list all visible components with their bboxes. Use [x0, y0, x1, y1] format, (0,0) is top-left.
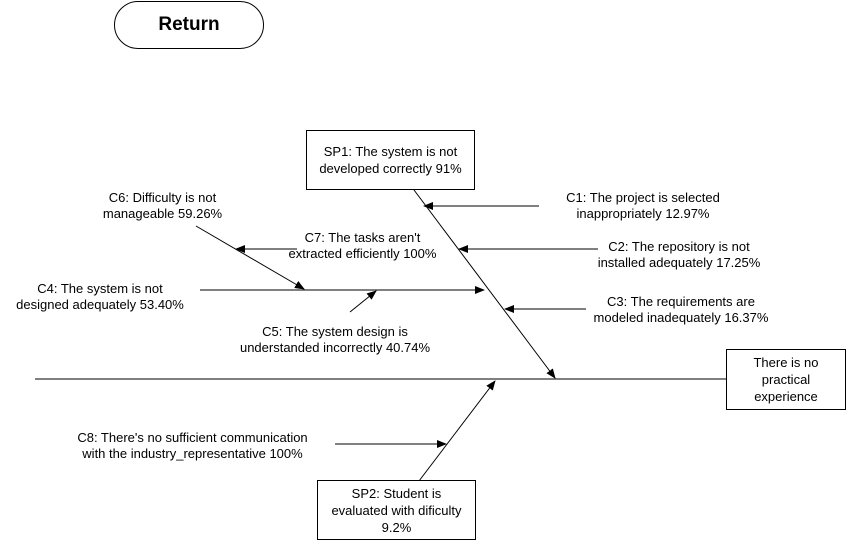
return-button-label: Return — [158, 14, 220, 35]
problem-text: There is no practical experience — [753, 355, 819, 404]
c3-label: C3: The requirements are modeled inadequ… — [593, 294, 769, 325]
c6-arrow — [195, 225, 305, 290]
c4-label: C4: The system is not designed adequatel… — [16, 281, 184, 312]
sp1-bone-arrow — [413, 189, 556, 379]
sp2-box: SP2: Student is evaluated with dificulty… — [317, 480, 476, 540]
return-button[interactable]: Return — [114, 1, 264, 49]
sp1-box: SP1: The system is not developed correct… — [306, 130, 475, 190]
sp1-text: SP1: The system is not developed correct… — [319, 144, 462, 176]
c6-label: C6: Difficulty is not manageable 59.26% — [102, 190, 223, 221]
c5-label: C5: The system design is understanded in… — [239, 324, 431, 355]
c8-label: C8: There's no sufficient communication … — [77, 430, 308, 461]
c5-arrow — [349, 290, 377, 313]
c2-label: C2: The repository is not installed adeq… — [597, 239, 761, 270]
problem-box: There is no practical experience — [726, 349, 846, 410]
c7-label: C7: The tasks aren't extracted efficient… — [288, 230, 437, 261]
sp2-bone-arrow — [418, 380, 496, 482]
sp2-text: SP2: Student is evaluated with dificulty… — [331, 485, 462, 535]
c1-label: C1: The project is selected inappropriat… — [566, 190, 720, 221]
